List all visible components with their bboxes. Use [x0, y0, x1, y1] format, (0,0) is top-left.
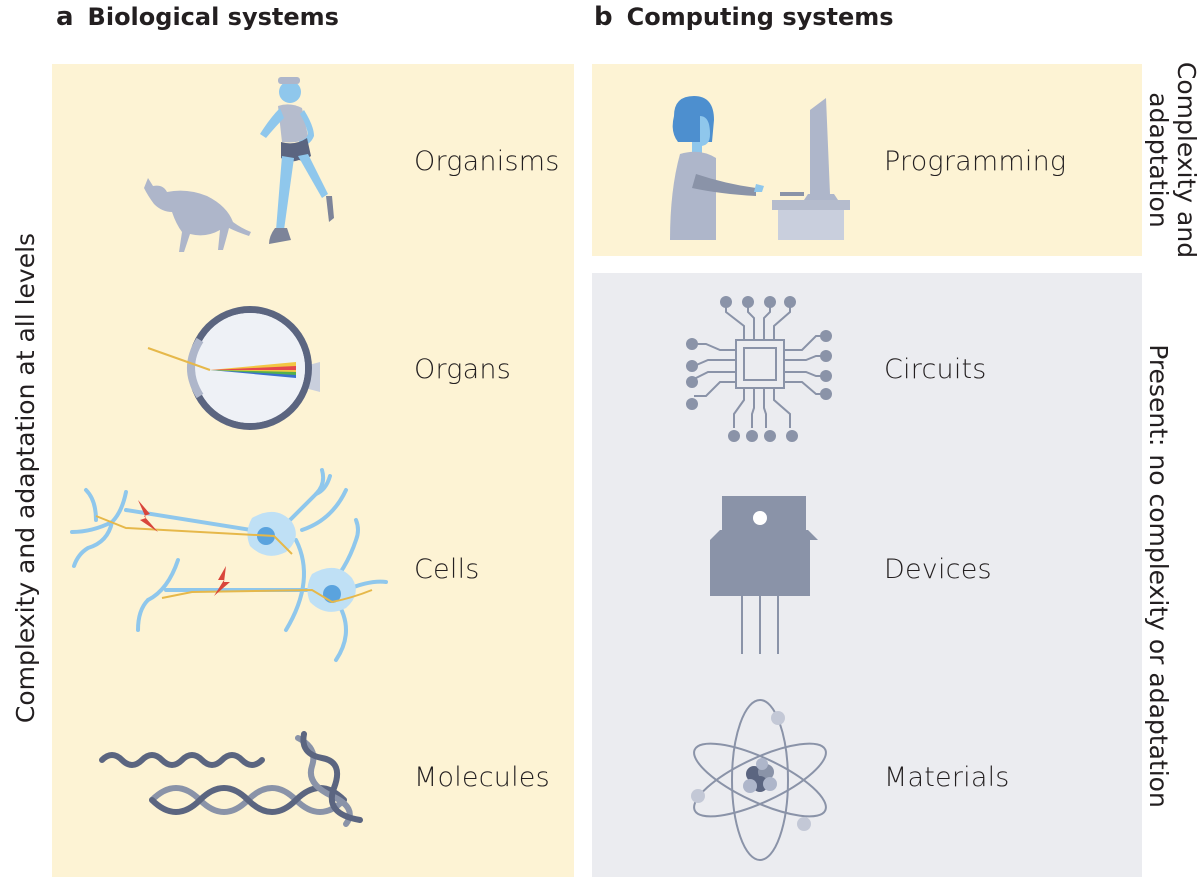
circuits-label: Circuits	[884, 354, 987, 385]
devices-label: Devices	[884, 554, 992, 585]
right-top-line2: adaptation	[1144, 92, 1173, 228]
cells-label: Cells	[414, 554, 480, 585]
hardware-levels-panel	[592, 273, 1142, 877]
atom-icon	[693, 699, 827, 861]
panel-a-letter: a	[56, 2, 74, 32]
materials-illustration	[691, 699, 827, 861]
eye-icon	[147, 306, 320, 430]
organisms-illustration	[144, 77, 334, 252]
organisms-label: Organisms	[414, 146, 560, 177]
circuits-illustration	[686, 296, 832, 442]
axon-signal	[95, 515, 373, 604]
panel-a-heading: a Biological systems	[56, 2, 339, 32]
right-bottom-side-label: Present: no complexity or adaptation	[1144, 344, 1173, 808]
runner-icon	[260, 77, 334, 244]
dna-icon	[99, 731, 363, 827]
neuron-icon	[70, 468, 388, 662]
devices-illustration	[710, 496, 818, 654]
panel-b-title: Computing systems	[626, 3, 894, 31]
lightning-icon	[138, 500, 230, 596]
programming-label: Programming	[884, 146, 1067, 177]
transistor-icon	[710, 496, 818, 654]
molecules-illustration	[99, 731, 363, 827]
left-side-label: Complexity and adaptation at all levels	[11, 232, 40, 724]
electron-icon	[691, 711, 811, 831]
neurons-illustration	[70, 468, 388, 662]
panel-b-heading: b Computing systems	[594, 2, 894, 32]
biological-systems-panel	[52, 64, 574, 877]
panel-a-title: Biological systems	[87, 3, 339, 31]
right-top-line1: Complexity and	[1172, 61, 1200, 259]
cat-icon	[144, 178, 251, 252]
organs-label: Organs	[414, 354, 512, 385]
right-top-side-label: Complexity and adaptation	[1144, 62, 1200, 258]
materials-label: Materials	[884, 762, 1010, 793]
nucleus-icon	[743, 758, 777, 793]
eye-illustration	[147, 306, 320, 430]
molecules-label: Molecules	[414, 762, 550, 793]
programming-illustration	[670, 96, 850, 240]
chip-icon	[691, 302, 826, 428]
panel-b-letter: b	[594, 2, 613, 32]
chip-pins	[686, 296, 832, 442]
programmer-icon	[670, 96, 764, 240]
computer-icon	[772, 98, 850, 240]
